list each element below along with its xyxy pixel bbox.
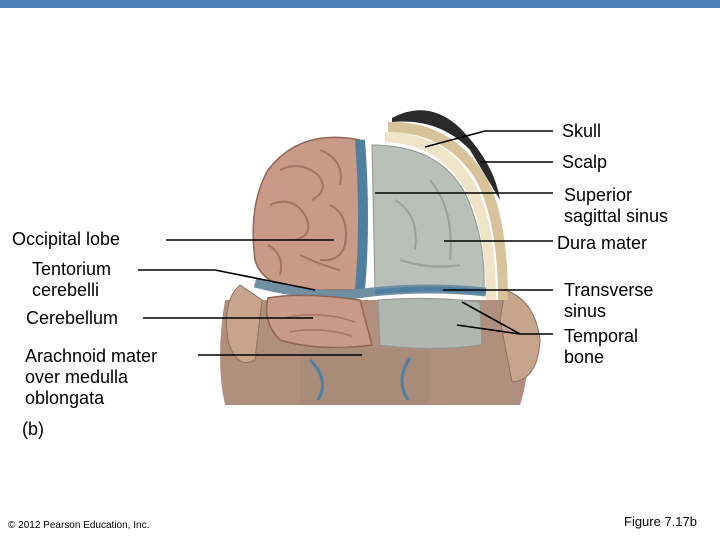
leader-lines <box>138 130 553 356</box>
copyright-text: © 2012 Pearson Education, Inc. <box>8 520 150 531</box>
label-arachnoid-line3: oblongata <box>25 388 105 408</box>
label-transverse-sinus-line1: Transverse <box>564 280 654 300</box>
label-superior-sagittal-sinus-line2: sagittal sinus <box>564 206 669 226</box>
label-transverse-sinus-line2: sinus <box>564 301 607 321</box>
panel-label: (b) <box>22 419 44 439</box>
dura-mater-region <box>371 144 485 291</box>
label-dura-mater: Dura mater <box>557 233 648 253</box>
label-occipital-lobe: Occipital lobe <box>12 229 121 249</box>
label-superior-sagittal-sinus-line1: Superior <box>564 185 633 205</box>
superior-sagittal-sinus <box>355 139 368 291</box>
label-temporal-bone-line2: bone <box>564 347 605 367</box>
left-ear <box>226 284 263 363</box>
label-temporal-bone-line1: Temporal <box>564 326 639 346</box>
occipital-lobe-region <box>252 136 361 291</box>
label-tentorium-line2: cerebelli <box>32 280 100 300</box>
label-scalp: Scalp <box>562 152 608 172</box>
label-arachnoid-mater: Arachnoid mater over medulla oblongata <box>25 346 157 409</box>
label-tentorium-cerebelli: Tentorium cerebelli <box>32 259 111 301</box>
scalp-layer <box>388 121 508 300</box>
label-cerebellum: Cerebellum <box>26 308 119 328</box>
cerebellum-region <box>265 294 373 349</box>
label-superior-sagittal-sinus: Superior sagittal sinus <box>564 185 668 227</box>
label-skull: Skull <box>562 121 602 141</box>
label-transverse-sinus: Transverse sinus <box>564 280 653 322</box>
label-arachnoid-line1: Arachnoid mater <box>25 346 158 366</box>
label-arachnoid-line2: over medulla <box>25 367 129 387</box>
skull-layer <box>385 132 496 300</box>
transverse-sinus <box>374 286 487 295</box>
right-ear <box>499 289 541 383</box>
label-temporal-bone: Temporal bone <box>564 326 638 368</box>
label-tentorium-line1: Tentorium <box>32 259 112 279</box>
figure-number: Figure 7.17b <box>624 514 697 529</box>
medulla-area <box>300 347 430 405</box>
hair <box>392 110 500 200</box>
top-accent-bar <box>0 0 720 8</box>
